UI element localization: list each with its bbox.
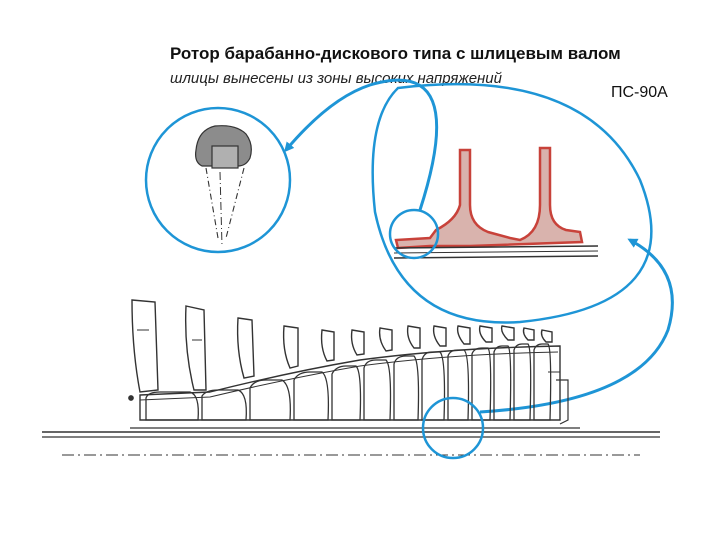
disk-10	[471, 347, 492, 421]
diagram-title: Ротор барабанно-дискового типа с шлицевы…	[170, 44, 621, 63]
rear-flange	[556, 379, 569, 425]
shaft-line-mid	[393, 250, 599, 254]
spline-focus-circle	[388, 208, 440, 260]
shaft-line-top	[393, 245, 599, 249]
disk-9	[447, 349, 470, 421]
disk-6	[363, 359, 392, 421]
spline-detail-circle	[144, 106, 292, 254]
spline-detail-view	[144, 106, 292, 254]
engine-label: ПС-90А	[611, 84, 668, 101]
blade-8	[406, 325, 421, 349]
disk-5	[331, 365, 362, 421]
blade-5	[320, 329, 335, 362]
arrow-to-spline-detail	[284, 78, 439, 211]
blade-10	[456, 325, 471, 345]
blade-13	[522, 327, 535, 341]
disk-root-section	[394, 146, 584, 250]
arrow-to-disk-detail	[479, 238, 674, 414]
blade-1	[131, 299, 159, 393]
blade-14	[540, 329, 553, 343]
blade-7	[378, 327, 393, 352]
center-axis-line	[219, 171, 223, 247]
drum-inner-line	[139, 351, 559, 401]
disk-1	[145, 391, 199, 421]
dash-line-right	[225, 167, 245, 239]
spline-key	[211, 145, 239, 169]
blade-6	[350, 329, 365, 356]
blade-9	[432, 325, 447, 347]
dash-line-left	[205, 167, 219, 239]
disk-2	[201, 389, 247, 421]
disk-detail-outline	[371, 82, 653, 324]
blade-11	[478, 325, 493, 343]
blade-4	[282, 325, 299, 369]
rotor-assembly	[42, 299, 660, 456]
blade-12	[500, 325, 515, 341]
disk-8	[421, 351, 446, 421]
diagram-subtitle: шлицы вынесены из зоны высоких напряжени…	[170, 70, 502, 87]
blade-3	[236, 317, 255, 379]
blades	[131, 299, 553, 393]
spline-location-circle	[421, 396, 485, 460]
disk-13	[533, 343, 552, 421]
disk-11	[493, 345, 512, 421]
rotor-bolt	[128, 395, 134, 401]
drum-shell	[139, 345, 561, 421]
disk-7	[393, 355, 420, 421]
disks	[145, 343, 552, 421]
blade-2	[184, 305, 207, 391]
disk-4	[293, 371, 330, 421]
disk-3	[249, 379, 291, 421]
disk-detail-view	[371, 82, 653, 324]
disk-12	[513, 343, 532, 421]
shaft-line-bottom	[393, 255, 599, 259]
